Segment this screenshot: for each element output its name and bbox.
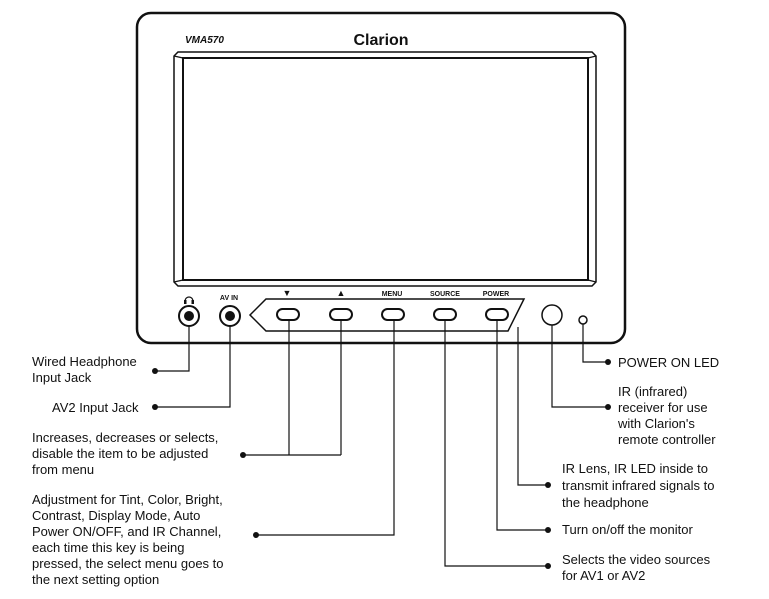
up-button[interactable]: [329, 308, 353, 321]
callout-source: Selects the video sources for AV1 or AV2: [562, 552, 714, 583]
callout-power-led: POWER ON LED: [618, 355, 719, 370]
down-arrow-label: ▼: [283, 288, 292, 298]
headphone-jack[interactable]: [178, 305, 200, 327]
power-label: POWER: [483, 291, 509, 298]
down-button[interactable]: [276, 308, 300, 321]
callout-power: Turn on/off the monitor: [562, 522, 693, 537]
callout-av2: AV2 Input Jack: [52, 400, 139, 415]
model-label: VMA570: [185, 35, 224, 46]
callout-arrows: Increases, decreases or selects, disable…: [32, 430, 222, 477]
up-arrow-label: ▲: [337, 288, 346, 298]
callout-headphone: Wired Headphone Input Jack: [32, 354, 140, 385]
headphone-icon: [184, 296, 194, 304]
av-in-jack[interactable]: [219, 305, 241, 327]
callout-ir-receiver: IR (infrared) receiver for use with Clar…: [617, 384, 716, 447]
menu-label: MENU: [382, 291, 403, 298]
callout-ir-lens: IR Lens, IR LED inside to transmit infra…: [562, 461, 718, 510]
callout-menu: Adjustment for Tint, Color, Bright, Cont…: [32, 492, 227, 587]
brand-logo: Clarion: [353, 32, 408, 49]
power-button[interactable]: [485, 308, 509, 321]
source-button[interactable]: [433, 308, 457, 321]
av-in-label: AV IN: [220, 295, 238, 302]
menu-button[interactable]: [381, 308, 405, 321]
leader-lines: [152, 320, 611, 569]
source-label: SOURCE: [430, 291, 460, 298]
screen: [182, 57, 589, 281]
power-led: [578, 315, 588, 325]
ir-receiver: [541, 304, 563, 326]
